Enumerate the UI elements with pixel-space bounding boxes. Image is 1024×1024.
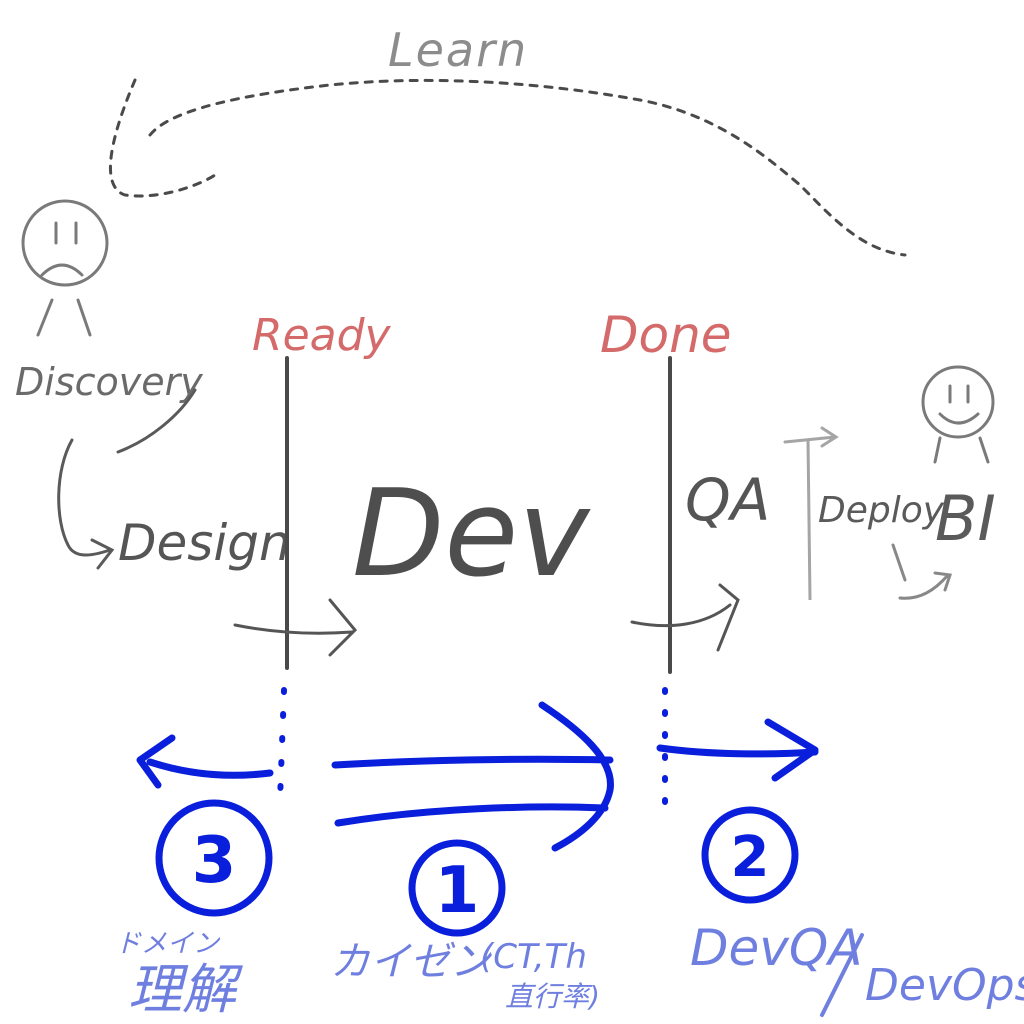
sad-face-icon: [21, 199, 109, 337]
flow-2-arrow: [656, 718, 819, 782]
flow-2-note-slash: [820, 933, 864, 1017]
qa-deploy-divider: [806, 439, 812, 601]
ready-milestone-label: Ready: [252, 310, 392, 361]
flow-2-note-sub: DevOps: [865, 960, 1024, 1011]
discovery-label: Discovery: [15, 360, 203, 404]
flow-1-arrow: [331, 701, 614, 852]
flow-1-note-sub: 直行率): [505, 980, 600, 1013]
flow-3-note-top: ドメイン: [115, 929, 221, 959]
flow-3-number-badge: 3: [155, 799, 273, 917]
flow-3-number: 3: [192, 824, 237, 898]
discovery-design-arrow: [57, 388, 197, 570]
learn-label: Learn: [388, 23, 528, 77]
flow-2-number-badge: 2: [701, 806, 799, 904]
done-crossing-arrow: [630, 583, 740, 652]
flow-1-number-badge: 1: [408, 839, 506, 937]
ready-dotted-extension: [277, 687, 287, 803]
dev-stage-label: Dev: [352, 465, 591, 604]
design-stage-label: Design: [118, 514, 291, 572]
done-milestone-label: Done: [600, 306, 732, 364]
flow-1-number: 1: [435, 854, 480, 928]
learn-loop-path: [109, 78, 907, 257]
flow-2-note-main: DevQA: [690, 919, 862, 977]
bi-label: BI: [935, 482, 996, 555]
deploy-up-arrow: [783, 426, 839, 448]
flow-2-number: 2: [731, 825, 770, 890]
flow-1-note-main: カイゼン: [330, 939, 492, 985]
flow-1-note-paren: (CT,Th: [480, 937, 587, 977]
ready-crossing-arrow: [233, 598, 358, 657]
deploy-bi-arrow: [891, 543, 952, 600]
flow-3-arrow: [136, 734, 274, 789]
happy-face-icon: [921, 365, 995, 464]
qa-stage-label: QA: [685, 466, 770, 534]
flow-3-note-main: 理解: [128, 958, 243, 1021]
deploy-stage-label: Deploy: [818, 490, 945, 531]
